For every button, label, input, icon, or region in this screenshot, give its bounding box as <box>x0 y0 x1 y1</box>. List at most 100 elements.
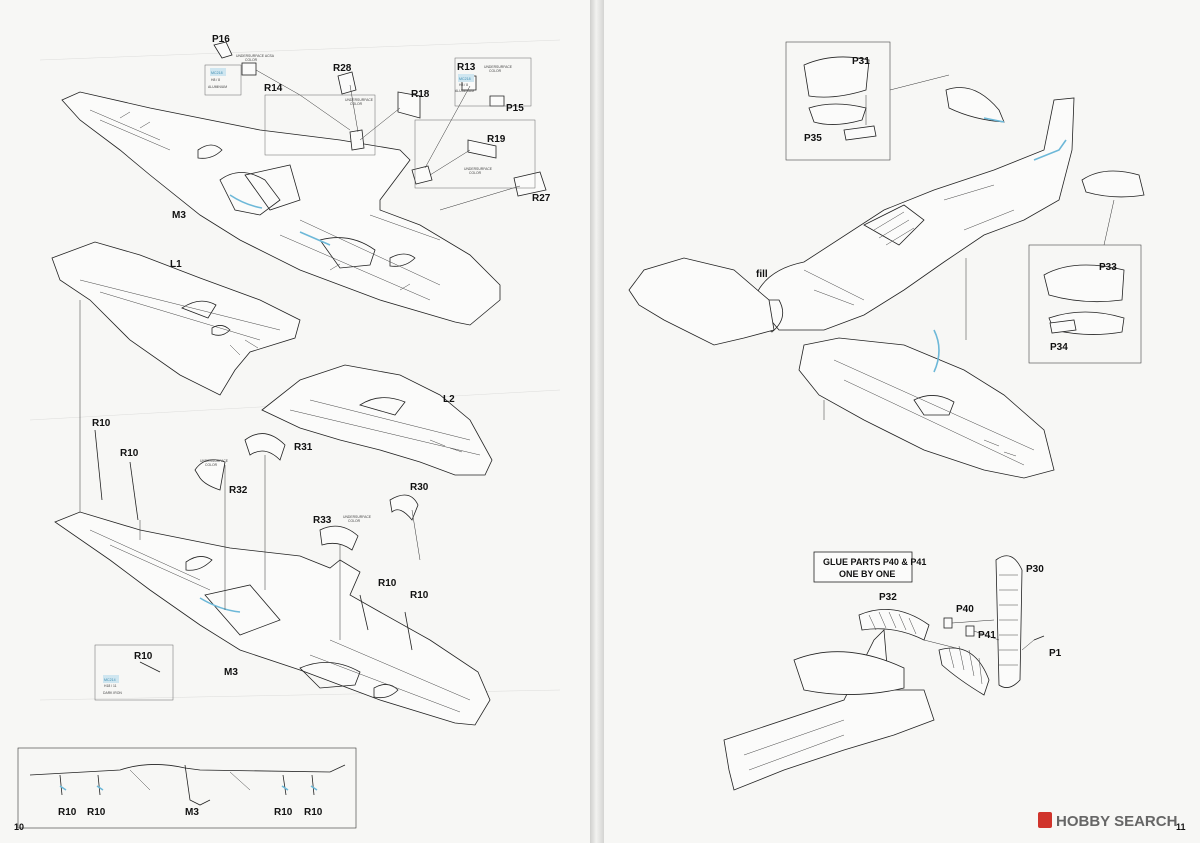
glue-note-line2: ONE BY ONE <box>839 569 895 579</box>
callout-r19 <box>414 119 536 189</box>
label-r28: R28 <box>333 63 352 74</box>
right-page-drawing: P31 P35 f <box>628 41 1186 832</box>
label-m3-bottom: M3 <box>224 667 238 678</box>
label-p41: P41 <box>978 630 996 641</box>
callout-label-r10-4: R10 <box>304 807 323 818</box>
tail-elevator <box>793 651 905 695</box>
part-r28 <box>337 71 357 95</box>
svg-text:MC214: MC214 <box>104 678 116 682</box>
page-spine <box>590 0 604 843</box>
paint-line-c <box>199 597 241 613</box>
callout-p16 <box>204 64 242 96</box>
label-r31: R31 <box>294 442 313 453</box>
svg-text:DARK IRON: DARK IRON <box>103 691 122 695</box>
fuselage-assembly <box>628 97 1075 479</box>
part-r33 <box>319 525 359 551</box>
page-number-right: 11 <box>1176 822 1186 832</box>
paint-line-d <box>983 117 1005 123</box>
pin-r10-2 <box>129 461 139 521</box>
paint-chip-2: MC218 H8 / 8 ALUMINIUM <box>455 74 474 93</box>
label-fill: fill <box>756 269 768 280</box>
label-r13: R13 <box>457 62 476 73</box>
callout-r28 <box>264 94 376 156</box>
label-p30: P30 <box>1026 564 1044 575</box>
watermark-logo-icon <box>1038 812 1052 828</box>
label-r19: R19 <box>487 134 506 145</box>
svg-text:COLOR: COLOR <box>489 69 502 73</box>
part-r13-placed <box>411 165 433 185</box>
part-r32 <box>194 459 226 491</box>
part-r18 <box>397 91 421 119</box>
svg-text:COLOR: COLOR <box>205 463 218 467</box>
lower-hole-b <box>373 684 399 699</box>
svg-text:COLOR: COLOR <box>245 58 258 62</box>
svg-text:H18 / 11: H18 / 11 <box>104 684 117 688</box>
part-r28-placed <box>349 129 365 151</box>
callout-label-r10-1: R10 <box>58 807 77 818</box>
pin-r10-3 <box>359 594 369 631</box>
label-r10-b: R10 <box>120 448 139 459</box>
callout-r13 <box>454 57 532 107</box>
svg-text:UNDERSURFACE ACSA: UNDERSURFACE ACSA <box>236 54 275 58</box>
part-p34 <box>1049 319 1077 334</box>
label-p35: P35 <box>804 133 822 144</box>
wheel-well-a <box>219 172 281 216</box>
label-r30: R30 <box>410 482 429 493</box>
paint-chip-3: MC214 H18 / 11 DARK IRON <box>103 675 122 695</box>
part-p32 <box>858 609 930 641</box>
wing-lower-assembly <box>54 429 491 726</box>
label-r18: R18 <box>411 89 430 100</box>
wing-l2-assembly <box>261 364 493 476</box>
paint-line-f <box>1033 139 1067 161</box>
pin-r10-1 <box>94 429 103 501</box>
wing-hole-b <box>389 253 416 267</box>
fuselage <box>753 97 1075 331</box>
paint-line-a <box>229 194 263 209</box>
svg-text:UNDERSURFACE: UNDERSURFACE <box>343 515 372 519</box>
right-page: P31 P35 f <box>604 0 1200 843</box>
svg-text:UNDERSURFACE: UNDERSURFACE <box>200 459 229 463</box>
paint-line-b <box>299 231 331 246</box>
l2-hole <box>359 397 406 416</box>
svg-text:H8 / 8: H8 / 8 <box>459 83 468 87</box>
wing-hole-a <box>197 144 223 159</box>
part-p30 <box>995 555 1023 688</box>
label-p16: P16 <box>212 34 230 45</box>
part-p1 <box>1033 635 1045 641</box>
label-l2: L2 <box>443 394 455 405</box>
part-p35 <box>843 125 877 141</box>
note-uc4: UNDERSURFACE COLOR <box>464 167 493 175</box>
label-r10-d: R10 <box>410 590 429 601</box>
part-p41 <box>965 625 975 637</box>
note-uc3: UNDERSURFACE COLOR <box>484 65 513 73</box>
part-r19 <box>467 139 497 159</box>
pin-r10-4 <box>404 611 413 651</box>
note-uc6: UNDERSURFACE COLOR <box>343 515 372 523</box>
part-p40 <box>943 617 953 629</box>
label-p31: P31 <box>852 56 870 67</box>
l1-cutout <box>211 325 231 336</box>
svg-text:COLOR: COLOR <box>469 171 482 175</box>
svg-text:UNDERSURFACE: UNDERSURFACE <box>345 98 374 102</box>
note-uc5: UNDERSURFACE COLOR <box>200 459 229 467</box>
page-number-left: 10 <box>14 822 24 832</box>
svg-text:COLOR: COLOR <box>350 102 363 106</box>
lower-bay <box>204 584 281 636</box>
label-p32: P32 <box>879 592 897 603</box>
label-r32: R32 <box>229 485 248 496</box>
label-r33: R33 <box>313 515 332 526</box>
svg-text:H8 / 8: H8 / 8 <box>211 78 220 82</box>
callout-label-m3: M3 <box>185 807 199 818</box>
part-p16 <box>213 41 233 59</box>
note-uc1: UNDERSURFACE ACSA COLOR <box>236 54 275 62</box>
label-p33: P33 <box>1099 262 1117 273</box>
pin-detail <box>139 661 161 673</box>
watermark-text: HOBBY SEARCH <box>1056 813 1177 830</box>
part-r14 <box>241 62 257 76</box>
label-p1: P1 <box>1049 648 1062 659</box>
part-p33 <box>1043 264 1125 303</box>
wing-bay <box>244 164 301 211</box>
callout-p31 <box>785 41 891 161</box>
tail-assembly <box>723 555 1045 791</box>
